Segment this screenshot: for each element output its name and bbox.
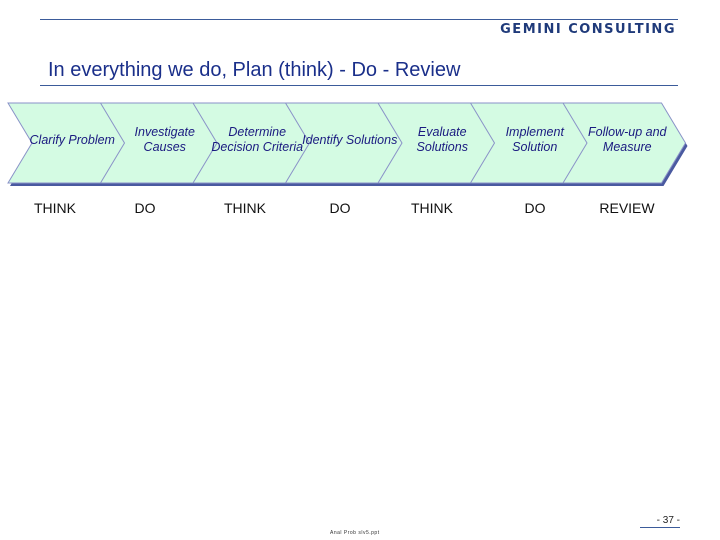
process-chevron — [562, 102, 687, 184]
step-label-identify-solutions: Identify Solutions — [302, 132, 398, 147]
company-logo: GEMINI CONSULTING — [500, 22, 676, 37]
phase-label-implement-solution: DO — [524, 200, 546, 216]
title-rule — [40, 85, 678, 86]
phase-label-investigate-causes: DO — [134, 200, 156, 216]
step-label-investigate-causes: Investigate Causes — [134, 125, 195, 154]
step-label-clarify-problem: Clarify Problem — [29, 132, 115, 147]
phase-label-follow-up-measure: REVIEW — [599, 200, 655, 216]
footer-rule — [640, 527, 680, 528]
phase-label-determine-criteria: THINK — [224, 200, 266, 216]
page-number: - 37 - — [656, 515, 680, 526]
step-label-evaluate-solutions: Evaluate Solutions — [416, 125, 468, 154]
page-title: In everything we do, Plan (think) - Do -… — [48, 59, 461, 81]
phase-label-evaluate-solutions: THINK — [411, 200, 453, 216]
footer-filename: Anal Prob slv5.ppt — [330, 530, 380, 536]
phase-label-clarify-problem: THINK — [34, 200, 76, 216]
step-label-follow-up-measure: Follow-up and Measure — [587, 125, 667, 154]
step-label-implement-solution: Implement Solution — [505, 125, 564, 154]
phase-label-identify-solutions: DO — [329, 200, 351, 216]
header-rule — [40, 19, 678, 20]
step-label-determine-criteria: Determine Decision Criteria — [211, 125, 304, 154]
